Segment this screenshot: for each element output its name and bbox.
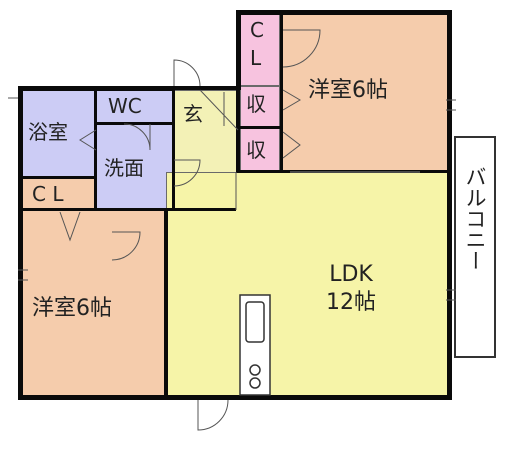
closet-ne-l-label: L: [250, 46, 262, 70]
wall-int-10: [164, 208, 168, 396]
balcony-label: バルコニー: [463, 166, 487, 271]
wall-int-9: [22, 208, 174, 211]
storage-1-label: 収: [246, 92, 266, 116]
entrance-label: 玄: [183, 102, 203, 126]
wc-label: WC: [108, 94, 142, 118]
bedroom-w: [22, 210, 166, 396]
ldk-label: LDK: [329, 262, 373, 287]
storage-2: [240, 128, 280, 172]
wall-entry-top: [174, 86, 240, 90]
balcony: [454, 136, 496, 358]
wall-int-6: [96, 122, 174, 125]
bedroom-w-label: 洋室6帖: [32, 296, 112, 321]
kitchen-counter: [239, 294, 271, 396]
wall-ne-left: [236, 10, 241, 90]
wall-right: [447, 10, 452, 400]
wall-int-2: [236, 86, 240, 172]
bath-label: 浴室: [28, 120, 68, 144]
bedroom-ne: [280, 14, 448, 172]
ldk-size-label: 12帖: [326, 290, 376, 315]
storage-2-label: 収: [246, 138, 266, 162]
wall-bottom: [18, 395, 452, 400]
wall-left: [18, 86, 23, 400]
bedroom-ne-label: 洋室6帖: [308, 78, 388, 103]
wall-int-7: [172, 90, 175, 210]
wall-int-8: [22, 176, 96, 179]
wall-int-11: [166, 208, 236, 211]
closet-w-label: C L: [32, 182, 64, 206]
washroom-label: 洗面: [104, 156, 144, 180]
wall-int-3: [240, 126, 280, 129]
wall-int-1: [280, 14, 283, 172]
wall-top-w: [18, 86, 174, 91]
wall-top-ne: [236, 10, 452, 15]
closet-ne-c-label: C: [250, 18, 264, 42]
